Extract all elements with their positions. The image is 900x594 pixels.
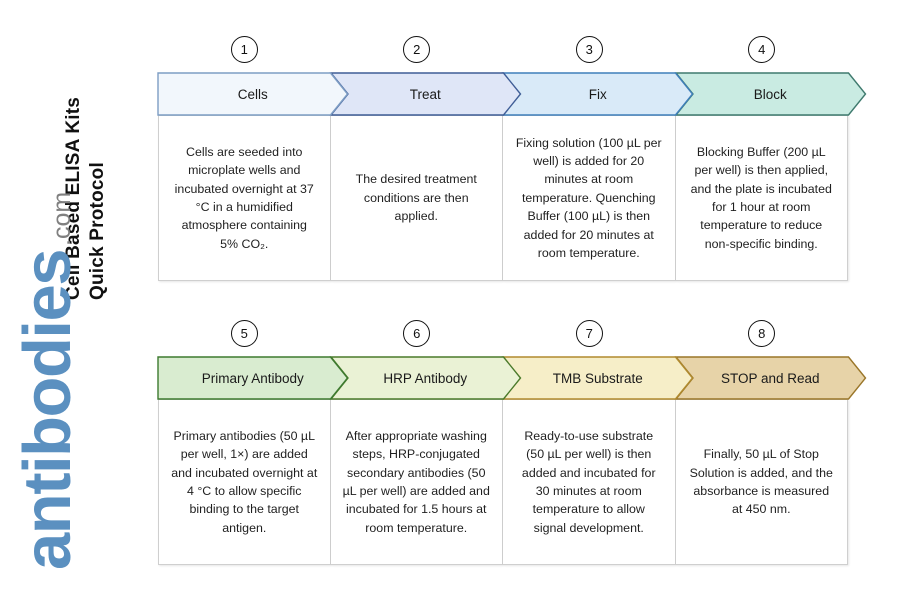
step-number-strip: 1 2 3 4	[158, 36, 848, 70]
logo-tld: .com	[48, 191, 76, 246]
step-body-text: Fixing solution (100 µL per well) is add…	[515, 135, 662, 260]
step-chevron-2[interactable]: Treat	[329, 72, 521, 116]
step-number-strip: 5 6 7 8	[158, 320, 848, 354]
step-content-box-6: After appropriate washing steps, HRP-con…	[330, 399, 503, 565]
protocol-row-2: 5 6 7 8 Primary Antibody HRP Antibody TMB Sub…	[157, 320, 866, 565]
step-number-1: 1	[230, 36, 258, 63]
step-number-label: 5	[240, 326, 248, 341]
protocol-row-1: 1 2 3 4 Cells Treat Fix Block Cells are seeded…	[157, 36, 866, 281]
step-number-5: 5	[230, 320, 258, 347]
step-number-label: 3	[585, 42, 593, 57]
chevron-band: Primary Antibody HRP Antibody TMB Substrat…	[157, 356, 866, 400]
step-number-label: 7	[585, 326, 593, 341]
step-label: Cells	[237, 86, 268, 102]
step-label: Block	[753, 86, 787, 102]
step-content-box-4: Blocking Buffer (200 µL per well) is the…	[675, 115, 848, 281]
step-label: Treat	[409, 86, 441, 102]
step-number-label: 1	[240, 42, 248, 57]
step-body-text: Finally, 50 µL of Stop Solution is added…	[689, 447, 833, 517]
step-content-box-2: The desired treatment conditions are the…	[330, 115, 503, 281]
step-chevron-3[interactable]: Fix	[501, 72, 694, 116]
step-chevron-8[interactable]: STOP and Read	[674, 356, 866, 400]
step-chevron-1[interactable]: Cells	[157, 72, 349, 116]
step-body-text: The desired treatment conditions are the…	[355, 172, 477, 224]
step-content-box-1: Cells are seeded into microplate wells a…	[158, 115, 331, 281]
step-number-label: 4	[758, 42, 766, 57]
content-strip: Cells are seeded into microplate wells a…	[158, 115, 848, 281]
step-body-text: Primary antibodies (50 µL per well, 1×) …	[171, 428, 318, 535]
step-label: HRP Antibody	[383, 370, 468, 386]
content-strip: Primary antibodies (50 µL per well, 1×) …	[158, 399, 848, 565]
step-number-label: 2	[413, 42, 421, 57]
step-content-box-3: Fixing solution (100 µL per well) is add…	[503, 115, 676, 281]
step-body-text: Blocking Buffer (200 µL per well) is the…	[690, 144, 832, 251]
step-number-7: 7	[575, 320, 603, 347]
step-body-text: Ready-to-use substrate (50 µL per well) …	[521, 428, 656, 535]
step-chevron-7[interactable]: TMB Substrate	[501, 356, 694, 400]
step-number-3: 3	[575, 36, 603, 63]
step-number-4: 4	[748, 36, 776, 63]
chevron-shape	[157, 356, 349, 400]
step-number-6: 6	[403, 320, 431, 347]
step-number-label: 6	[413, 326, 421, 341]
chevron-band: Cells Treat Fix Block	[157, 72, 866, 116]
logo-wordmark: antibodies	[10, 249, 85, 570]
step-chevron-4[interactable]: Block	[674, 72, 866, 116]
step-content-box-8: Finally, 50 µL of Stop Solution is added…	[675, 399, 848, 565]
step-number-label: 8	[758, 326, 766, 341]
step-number-8: 8	[748, 320, 776, 347]
step-label: Primary Antibody	[201, 370, 304, 386]
step-number-2: 2	[403, 36, 431, 63]
step-body-text: Cells are seeded into microplate wells a…	[174, 144, 314, 251]
step-label: STOP and Read	[720, 370, 820, 386]
step-label: TMB Substrate	[552, 370, 643, 386]
step-label: Fix	[588, 86, 607, 102]
step-content-box-5: Primary antibodies (50 µL per well, 1×) …	[158, 399, 331, 565]
step-chevron-5[interactable]: Primary Antibody	[157, 356, 349, 400]
chevron-shape	[157, 72, 349, 116]
step-chevron-6[interactable]: HRP Antibody	[329, 356, 521, 400]
step-body-text: After appropriate washing steps, HRP-con…	[342, 428, 490, 535]
step-content-box-7: Ready-to-use substrate (50 µL per well) …	[503, 399, 676, 565]
antibodies-logo: antibodies .com	[10, 192, 134, 570]
